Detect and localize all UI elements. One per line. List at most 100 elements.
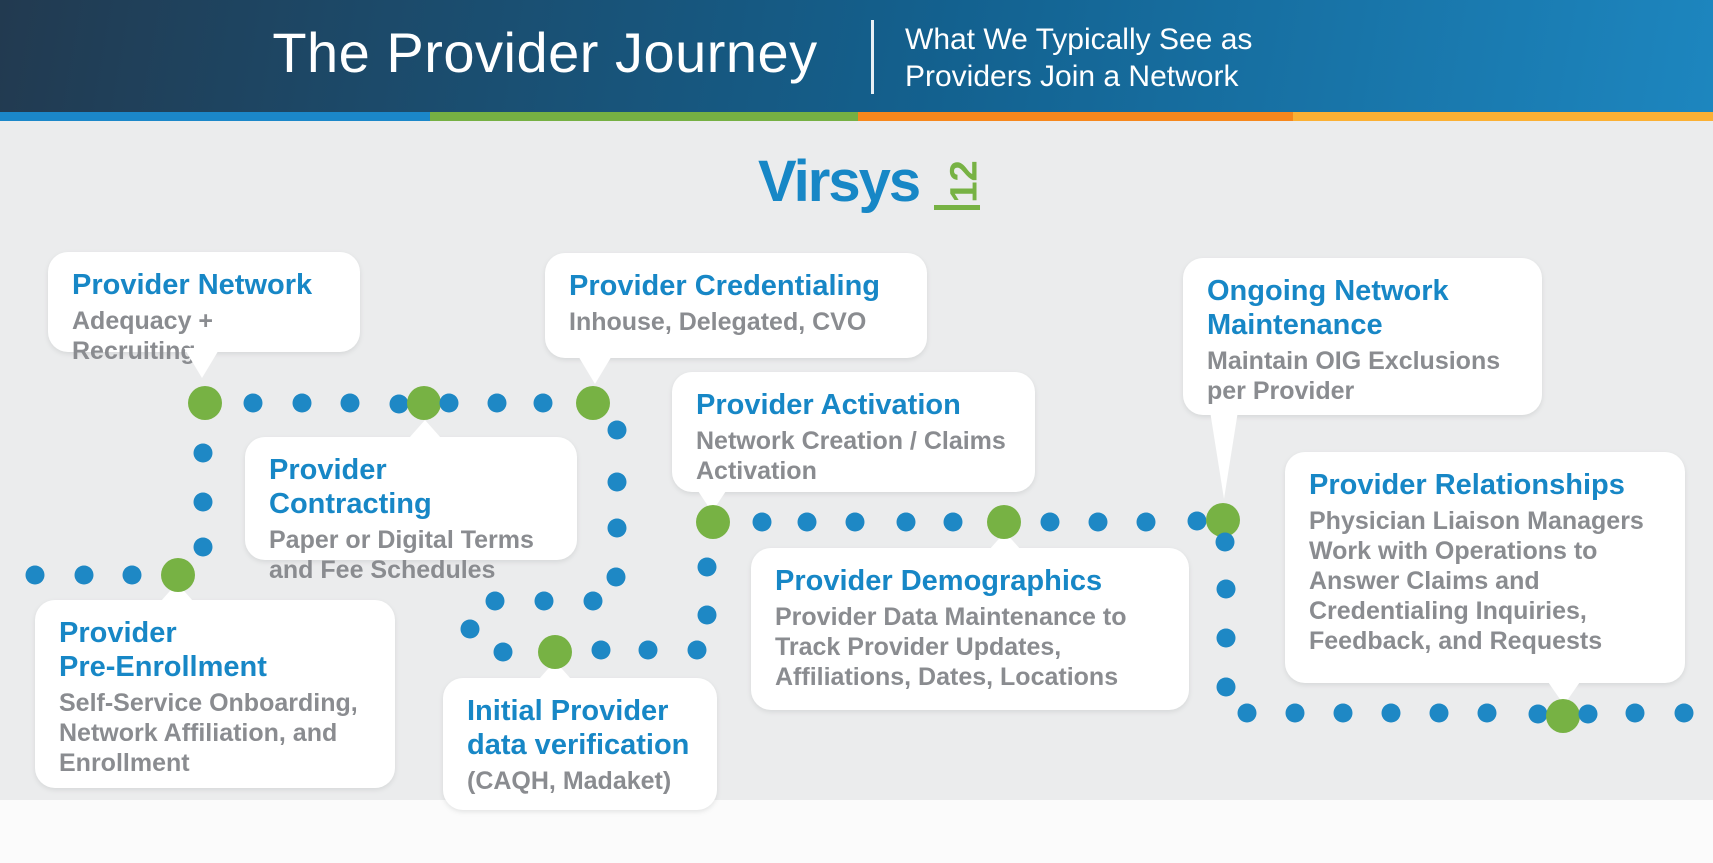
path-dot-blue xyxy=(534,591,554,611)
callout-title: Initial Provider data verification xyxy=(467,695,690,761)
path-dot-blue xyxy=(797,512,817,532)
header-banner: The Provider Journey What We Typically S… xyxy=(0,0,1713,112)
path-dot-blue xyxy=(1674,703,1694,723)
stripe-segment-blue xyxy=(0,112,430,121)
path-dot-blue xyxy=(583,591,603,611)
brand-suffix-12: 12 xyxy=(943,160,986,203)
callout-subtitle: Paper or Digital Terms and Fee Schedules xyxy=(269,526,534,584)
path-dot-blue xyxy=(340,393,360,413)
path-dot-blue xyxy=(607,420,627,440)
path-dot-blue xyxy=(1088,512,1108,532)
path-dot-blue xyxy=(1237,703,1257,723)
stripe-segment-orange xyxy=(858,112,1293,121)
brand-name: Virsys xyxy=(758,149,921,214)
path-dot-blue xyxy=(1215,532,1235,552)
callout-title: Provider Network xyxy=(72,269,313,301)
path-dot-blue xyxy=(193,443,213,463)
path-dot-blue xyxy=(1429,703,1449,723)
path-dot-blue xyxy=(1216,579,1236,599)
path-dot-blue xyxy=(1381,703,1401,723)
callout-subtitle: Self-Service Onboarding, Network Affilia… xyxy=(59,689,358,777)
virsys12-logo: Virsys 12 xyxy=(758,148,1008,218)
callout-subtitle: Inhouse, Delegated, CVO xyxy=(569,308,867,336)
path-dot-blue xyxy=(943,512,963,532)
callout-pointer xyxy=(1210,411,1238,499)
path-dot-blue xyxy=(193,537,213,557)
callout-provider-credentialing: Provider Credentialing Inhouse, Delegate… xyxy=(545,253,927,384)
path-dot-blue xyxy=(460,619,480,639)
milestone-dot-green xyxy=(407,386,441,420)
path-dot-blue xyxy=(1528,704,1548,724)
path-dot-blue xyxy=(638,640,658,660)
path-dot-blue xyxy=(1625,703,1645,723)
path-dot-blue xyxy=(697,557,717,577)
callout-subtitle: Adequacy + Recruiting xyxy=(72,307,214,365)
callout-pointer xyxy=(696,488,728,512)
callout-provider-relationships: Provider Relationships Physician Liaison… xyxy=(1285,452,1685,705)
bottom-margin xyxy=(0,800,1713,863)
path-dot-blue xyxy=(1285,703,1305,723)
accent-stripe xyxy=(0,112,1713,121)
callout-pointer xyxy=(539,661,571,679)
path-dot-blue xyxy=(1578,704,1598,724)
path-dot-blue xyxy=(439,393,459,413)
callout-pointer xyxy=(161,583,193,601)
milestone-dot-green xyxy=(576,386,610,420)
header-divider xyxy=(871,20,874,94)
path-dot-blue xyxy=(1216,677,1236,697)
callout-subtitle: Maintain OIG Exclusions per Provider xyxy=(1207,347,1501,405)
callout-provider-pre-enrollment: Provider Pre-Enrollment Self-Service Onb… xyxy=(35,583,395,788)
callout-subtitle: Physician Liaison Managers Work with Ope… xyxy=(1309,507,1644,655)
path-dot-blue xyxy=(25,565,45,585)
path-dot-blue xyxy=(533,393,553,413)
milestone-dot-green xyxy=(188,386,222,420)
stripe-segment-amber xyxy=(1293,112,1713,121)
callout-ongoing-network-maintenance: Ongoing Network Maintenance Maintain OIG… xyxy=(1183,258,1542,499)
path-dot-blue xyxy=(193,492,213,512)
path-dot-blue xyxy=(606,567,626,587)
page-subtitle: What We Typically See as Providers Join … xyxy=(905,23,1253,93)
path-dot-blue xyxy=(74,565,94,585)
path-dot-blue xyxy=(1040,512,1060,532)
path-dot-blue xyxy=(752,512,772,532)
callout-provider-demographics: Provider Demographics Provider Data Main… xyxy=(751,532,1189,710)
path-dot-blue xyxy=(243,393,263,413)
callout-subtitle: (CAQH, Madaket) xyxy=(467,767,672,795)
path-dot-blue xyxy=(1477,703,1497,723)
path-dot-blue xyxy=(389,394,409,414)
stripe-segment-green xyxy=(430,112,858,121)
brand-underline xyxy=(934,205,980,210)
path-dot-blue xyxy=(485,591,505,611)
path-dot-blue xyxy=(687,640,707,660)
callout-provider-network: Provider Network Adequacy + Recruiting xyxy=(48,252,360,378)
callout-title: Provider Credentialing xyxy=(569,270,881,302)
callout-title: Provider Pre-Enrollment xyxy=(59,617,267,683)
path-dot-blue xyxy=(845,512,865,532)
callout-title: Provider Activation xyxy=(696,389,961,421)
milestone-dot-green xyxy=(1206,503,1240,537)
callout-initial-provider-data-verification: Initial Provider data verification (CAQH… xyxy=(443,661,717,810)
callout-pointer xyxy=(409,420,441,438)
path-dot-blue xyxy=(487,393,507,413)
path-dot-blue xyxy=(1216,628,1236,648)
path-dot-blue xyxy=(896,512,916,532)
callout-subtitle: Provider Data Maintenance to Track Provi… xyxy=(775,603,1127,691)
callout-pointer xyxy=(577,354,613,384)
path-dot-blue xyxy=(493,642,513,662)
callout-title: Provider Relationships xyxy=(1309,469,1625,501)
callout-provider-activation: Provider Activation Network Creation / C… xyxy=(672,372,1035,512)
callout-pointer xyxy=(989,532,1021,550)
callout-title: Provider Demographics xyxy=(775,565,1103,597)
page-title: The Provider Journey xyxy=(272,21,818,84)
path-dot-blue xyxy=(1136,512,1156,532)
path-dot-blue xyxy=(1333,703,1353,723)
path-dot-blue xyxy=(591,640,611,660)
path-dot-blue xyxy=(697,605,717,625)
callout-provider-contracting: Provider Contracting Paper or Digital Te… xyxy=(245,420,577,584)
path-dot-blue xyxy=(607,472,627,492)
callout-title: Ongoing Network Maintenance xyxy=(1207,275,1449,341)
callout-title: Provider Contracting xyxy=(269,454,432,520)
path-dot-blue xyxy=(292,393,312,413)
path-dot-blue xyxy=(1187,511,1207,531)
